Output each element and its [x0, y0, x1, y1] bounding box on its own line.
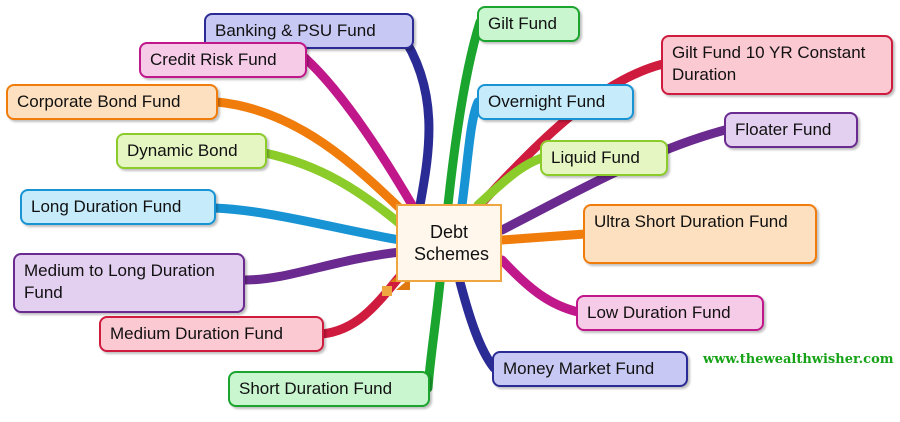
node-credit-risk-fund: Credit Risk Fund	[139, 42, 307, 78]
central-topic-label: Debt Schemes	[414, 222, 490, 264]
branch-overnight	[457, 97, 483, 210]
branch-gilt	[443, 17, 485, 210]
branch-short-duration	[423, 277, 445, 393]
node-overnight-fund: Overnight Fund	[477, 84, 634, 120]
branch-corporate-bond	[212, 97, 415, 223]
branch-liquid	[473, 153, 547, 210]
branch-credit-risk	[300, 53, 420, 215]
node-long-duration-fund: Long Duration Fund	[20, 189, 216, 225]
branch-money-market	[455, 277, 499, 373]
node-money-market-fund: Money Market Fund	[492, 351, 688, 387]
node-floater-fund: Floater Fund	[724, 112, 858, 148]
branch-medium-duration	[317, 265, 410, 339]
website-watermark: www.thewealthwisher.com	[703, 352, 894, 367]
node-liquid-fund: Liquid Fund	[540, 140, 668, 176]
node-ultra-short-duration-fund: Ultra Short Duration Fund	[583, 204, 817, 264]
branch-ultra-short	[497, 229, 590, 245]
branch-medium-to-long	[239, 247, 405, 285]
node-gilt-fund: Gilt Fund	[477, 6, 580, 42]
node-dynamic-bond: Dynamic Bond	[116, 133, 267, 169]
branch-long-duration	[209, 203, 405, 245]
node-gilt-fund-10yr-constant-duration: Gilt Fund 10 YR Constant Duration	[661, 35, 893, 95]
branch-dynamic-bond	[260, 148, 410, 233]
node-medium-to-long-duration-fund: Medium to Long Duration Fund	[13, 253, 245, 313]
node-corporate-bond-fund: Corporate Bond Fund	[6, 84, 218, 120]
node-short-duration-fund: Short Duration Fund	[228, 371, 430, 407]
branch-low-duration	[497, 255, 583, 317]
central-topic-debt-schemes: Debt Schemes	[396, 204, 502, 282]
branch-banking-psu	[395, 27, 434, 210]
node-low-duration-fund: Low Duration Fund	[576, 295, 764, 331]
node-medium-duration-fund: Medium Duration Fund	[99, 316, 324, 352]
